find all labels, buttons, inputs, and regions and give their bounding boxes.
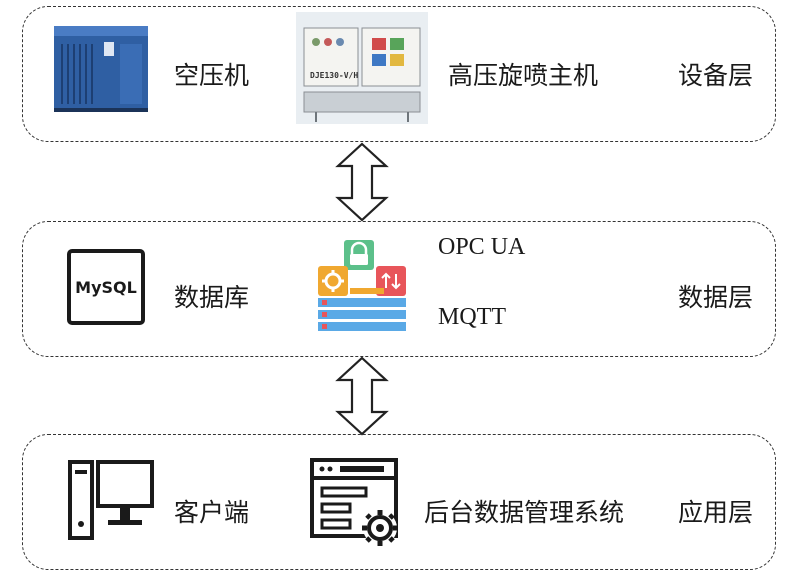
jet-machine-image: DJE130-V/H bbox=[296, 12, 428, 124]
device-layer-box bbox=[22, 6, 776, 142]
data-protocol-icon bbox=[318, 240, 406, 331]
data-layer-name: 数据层 bbox=[678, 283, 754, 312]
server-stack-icon bbox=[318, 288, 406, 331]
database-label: 数据库 bbox=[174, 283, 250, 312]
jet-machine-model-text: DJE130-V/H bbox=[310, 71, 358, 80]
client-label: 客户端 bbox=[174, 498, 250, 527]
jet-machine-label: 高压旋喷主机 bbox=[448, 61, 599, 90]
gear-icon bbox=[362, 510, 398, 546]
backend-system-icon bbox=[310, 458, 398, 546]
double-arrow-icon-1 bbox=[335, 142, 389, 222]
mysql-logo-text: MySQL bbox=[75, 277, 137, 297]
lock-icon bbox=[344, 240, 374, 270]
opcua-label: OPC UA bbox=[438, 234, 526, 260]
app-layer-box bbox=[22, 434, 776, 570]
backend-label: 后台数据管理系统 bbox=[424, 498, 625, 527]
double-arrow-icon-2 bbox=[335, 356, 389, 436]
air-compressor-label: 空压机 bbox=[174, 61, 250, 90]
mqtt-label: MQTT bbox=[438, 304, 506, 330]
app-layer-name: 应用层 bbox=[678, 498, 754, 527]
device-layer-name: 设备层 bbox=[678, 61, 754, 90]
air-compressor-image bbox=[54, 26, 148, 112]
data-layer-box bbox=[22, 221, 776, 357]
desktop-computer-icon bbox=[68, 460, 154, 540]
mysql-logo: MySQL bbox=[67, 249, 145, 325]
gear-icon bbox=[318, 266, 348, 296]
